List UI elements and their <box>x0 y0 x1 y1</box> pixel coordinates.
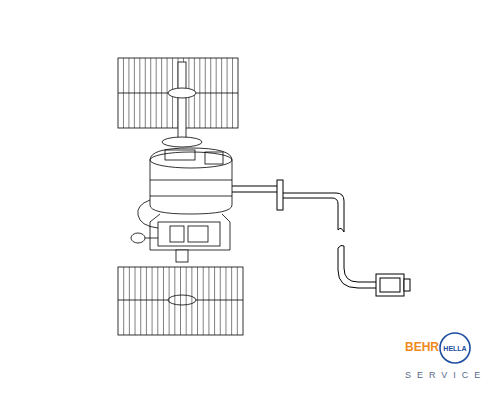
fan-blade <box>186 267 187 335</box>
fan-blade <box>205 58 206 128</box>
fan-blade <box>145 58 146 128</box>
fan-blade <box>231 267 232 335</box>
fan-blade <box>123 267 124 335</box>
fan-blade <box>199 58 200 128</box>
fan-blade <box>152 267 153 335</box>
fan-blade <box>156 58 157 128</box>
fan-blade <box>180 267 181 335</box>
fan-blade <box>129 267 130 335</box>
wire-harness <box>232 180 410 296</box>
fan-blade <box>163 267 164 335</box>
fan-blade <box>197 267 198 335</box>
fan-blade <box>191 267 192 335</box>
fan-blade <box>128 58 129 128</box>
fan-blade <box>220 267 221 335</box>
motor-housing <box>131 148 232 262</box>
fan-blade <box>216 58 217 128</box>
lower-fan-wheel <box>118 267 243 335</box>
fan-blade <box>161 58 162 128</box>
fan-blade <box>146 267 147 335</box>
fan-blade <box>150 58 151 128</box>
fan-blade <box>169 267 170 335</box>
fan-blade <box>210 58 211 128</box>
fan-blade <box>221 58 222 128</box>
fan-blade <box>135 267 136 335</box>
fan-blade <box>203 267 204 335</box>
hella-logo-ring <box>440 333 470 363</box>
fan-blade <box>167 58 168 128</box>
fan-blade <box>225 267 226 335</box>
fan-blade <box>214 267 215 335</box>
fan-blade <box>227 58 228 128</box>
fan-blade <box>157 267 158 335</box>
fan-blade <box>139 58 140 128</box>
brand-behr: BEHR <box>405 341 439 353</box>
brand-service: SERVICE <box>405 371 486 380</box>
fan-blade <box>140 267 141 335</box>
fan-blade <box>123 58 124 128</box>
fan-blade <box>232 58 233 128</box>
brand-hella: HELLA <box>443 345 466 352</box>
fan-blade <box>237 267 238 335</box>
fan-blade <box>174 267 175 335</box>
fan-blade <box>134 58 135 128</box>
fan-blade <box>208 267 209 335</box>
shaft-hub <box>162 62 202 147</box>
